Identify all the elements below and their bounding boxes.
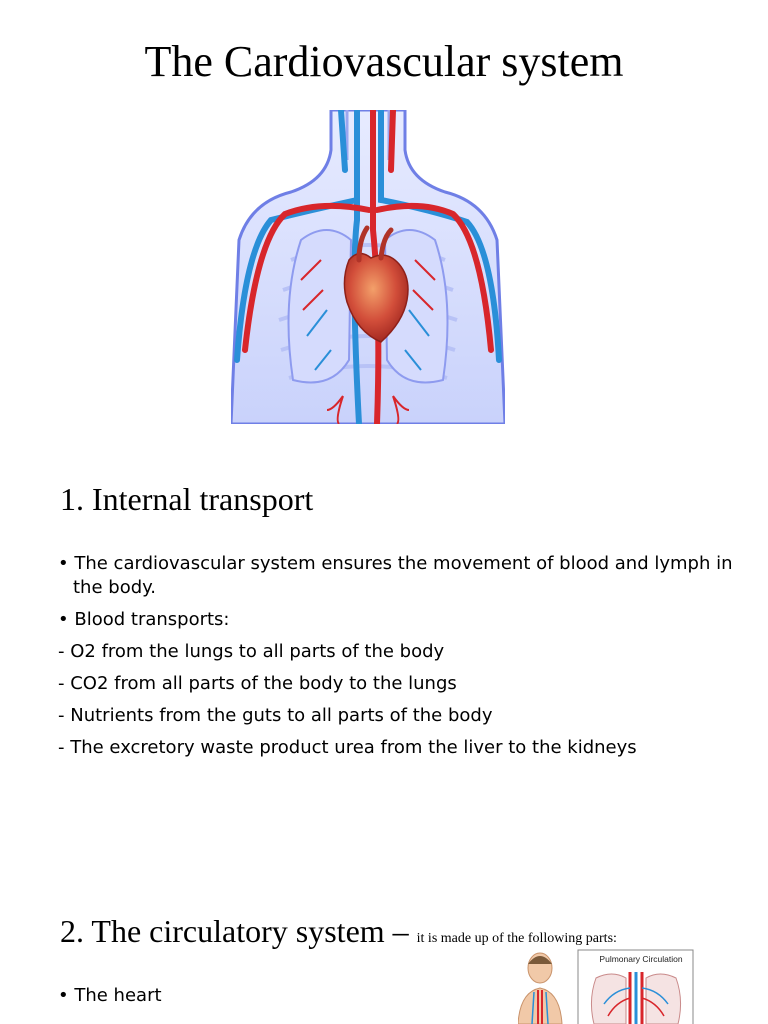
dash-marker: -: [58, 673, 65, 694]
left-lung: [287, 229, 353, 384]
dash-item: - The excretory waste product urea from …: [58, 736, 637, 760]
heart-vessels: [356, 225, 394, 263]
section-circulatory-body: • The heart: [58, 984, 498, 1014]
bullet-text: Blood transports:: [74, 609, 230, 630]
pulmonary-drawing: [518, 949, 694, 1024]
dash-text: O2 from the lungs to all parts of the bo…: [70, 641, 445, 662]
section-heading-subtext: it is made up of the following parts:: [416, 931, 617, 946]
section-internal-transport-body: • The cardiovascular system ensures the …: [58, 552, 733, 772]
dash-marker: -: [58, 705, 65, 726]
bullet-item: • Blood transports:: [58, 608, 230, 632]
cardiovascular-illustration: [231, 110, 505, 424]
section-heading-circulatory-system: 2. The circulatory system – it is made u…: [60, 912, 617, 958]
bullet-item: • The cardiovascular system ensures the …: [58, 552, 733, 600]
pulmonary-figure-label: Pulmonary Circulation: [599, 954, 683, 964]
bullet-item: • The heart: [58, 984, 162, 1008]
dash-item: - O2 from the lungs to all parts of the …: [58, 640, 444, 664]
dash-item: - CO2 from all parts of the body to the …: [58, 672, 457, 696]
person-vessels: [537, 990, 543, 1024]
pulmonary-circulation-figure: Pulmonary Circulation: [518, 948, 694, 1024]
bullet-text: The cardiovascular system ensures the mo…: [73, 553, 733, 598]
dash-marker: -: [58, 737, 65, 758]
dash-text: The excretory waste product urea from th…: [70, 737, 637, 758]
heart-shape: [343, 252, 409, 343]
bullet-marker: •: [58, 553, 69, 574]
bullet-text: The heart: [74, 985, 162, 1006]
dash-item: - Nutrients from the guts to all parts o…: [58, 704, 492, 728]
dash-text: Nutrients from the guts to all parts of …: [70, 705, 493, 726]
dash-marker: -: [58, 641, 65, 662]
bullet-marker: •: [58, 609, 69, 630]
bullet-marker: •: [58, 985, 69, 1006]
person-shoulders: [518, 987, 563, 1024]
branches: [300, 259, 436, 424]
dash-text: CO2 from all parts of the body to the lu…: [70, 673, 457, 694]
cardiovascular-drawing: [231, 110, 505, 424]
slide-title: The Cardiovascular system: [144, 37, 624, 86]
section-heading-main: 2. The circulatory system –: [60, 913, 409, 949]
section-heading-internal-transport: 1. Internal transport: [60, 481, 314, 517]
person-hair: [528, 956, 552, 964]
